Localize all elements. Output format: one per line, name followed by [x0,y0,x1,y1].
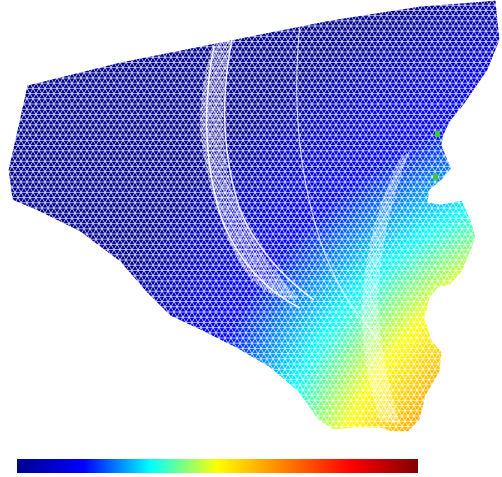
refined-mesh-band [361,150,410,424]
boundary-node-marker [433,174,438,180]
mesh-refinement-arc [223,39,315,301]
mesh-refinement-arc [205,45,301,309]
colorbar [17,459,418,473]
mesh-refinement-arc [296,23,381,341]
boundary-node-marker [435,131,440,137]
